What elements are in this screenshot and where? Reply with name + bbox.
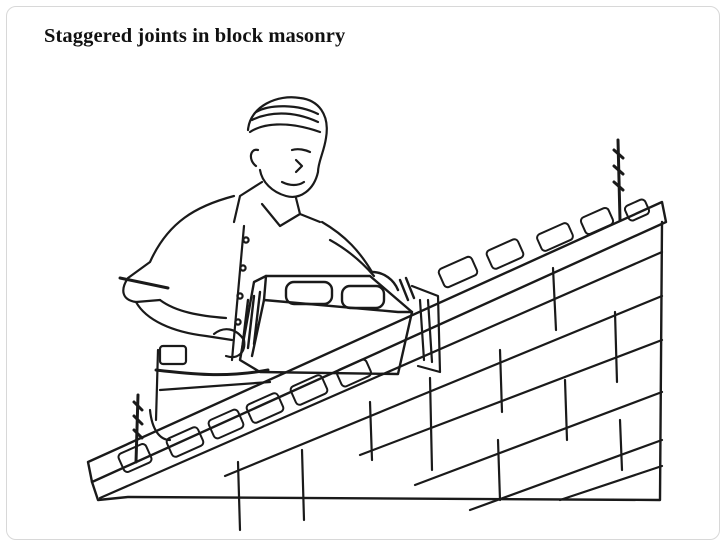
concrete-block-being-laid: [238, 270, 416, 376]
mortar-joint: [410, 284, 442, 374]
rebar-rods: [132, 138, 625, 464]
slide-title: Staggered joints in block masonry: [44, 25, 346, 47]
block-cores: [117, 198, 651, 473]
mason-figure: [118, 96, 376, 442]
slide-frame: [6, 6, 720, 540]
block-wall: [86, 200, 668, 532]
